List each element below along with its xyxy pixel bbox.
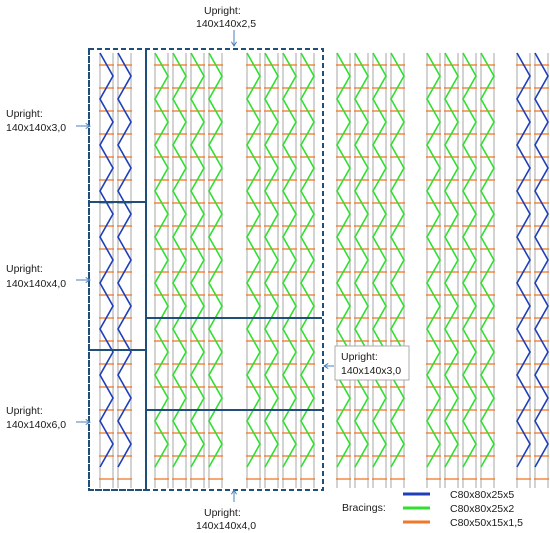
callout-left-middle: Upright: 140x140x4,0 (6, 263, 66, 290)
callout-left-upper: Upright: 140x140x3,0 (6, 108, 66, 134)
arrow-left-lower (76, 418, 91, 426)
callout-right-box-line2: 140x140x3,0 (341, 365, 401, 377)
diagonal-bracing (154, 52, 169, 468)
diagonal-bracing (117, 52, 132, 468)
rack-frame (372, 52, 387, 488)
diagonal-bracing (172, 52, 187, 468)
callout-bottom-line2: 140x140x4,0 (196, 520, 256, 532)
rack-frame (99, 52, 114, 488)
callout-right-box: Upright: 140x140x3,0 (334, 345, 410, 381)
callout-left-lower-line1: Upright: (6, 405, 43, 417)
diagonal-bracing (264, 52, 279, 468)
diagonal-bracing (516, 52, 531, 468)
rack-frame (426, 52, 441, 488)
callout-left-upper-line1: Upright: (6, 108, 43, 120)
callout-left-upper-line2: 140x140x3,0 (6, 122, 66, 134)
rack-frame (300, 52, 315, 488)
rack-frame (282, 52, 297, 488)
rack-frame (246, 52, 261, 488)
rack-frame (516, 52, 531, 488)
diagonal-bracing (208, 52, 223, 468)
diagonal-bracing (300, 52, 315, 468)
callout-top-line2: 140x140x2,5 (196, 18, 256, 30)
arrow-head (230, 41, 238, 47)
callout-right-box-line1: Upright: (341, 351, 378, 363)
diagonal-bracing (99, 52, 114, 468)
diagonal-bracing (480, 52, 495, 468)
rack-frame (444, 52, 459, 488)
rack-frame (354, 52, 369, 488)
diagonal-bracing (462, 52, 477, 468)
arrow-head (85, 122, 91, 130)
arrow-top (230, 30, 238, 47)
arrow-head (323, 362, 329, 370)
arrow-right-box (323, 362, 334, 370)
arrow-left-middle (76, 276, 91, 284)
rack-frame (390, 52, 405, 488)
arrow-left-upper (76, 122, 91, 130)
rack-frame (264, 52, 279, 488)
callout-right-box-frame (334, 345, 410, 381)
upright-regions (88, 48, 324, 491)
diagonal-bracing (372, 52, 387, 468)
diagonal-bracing (282, 52, 297, 468)
callout-bottom-line1: Upright: (204, 507, 241, 519)
diagonal-bracing (390, 52, 405, 468)
rack-frame (462, 52, 477, 488)
callout-top: Upright: 140x140x2,5 (196, 5, 256, 30)
rack-frame (154, 52, 169, 488)
diagonal-bracing (444, 52, 459, 468)
callout-top-line1: Upright: (204, 5, 241, 17)
callout-left-middle-line1: Upright: (6, 263, 43, 275)
rack-frame (190, 52, 205, 488)
legend-label-medium: C80x80x25x2 (450, 503, 514, 515)
legend-label-heavy: C80x80x25x5 (450, 489, 514, 501)
rack-frame (480, 52, 495, 488)
rack-frame (336, 52, 351, 488)
rack-frame (117, 52, 132, 488)
diagonal-bracing (246, 52, 261, 468)
callout-left-lower: Upright: 140x140x6,0 (6, 405, 66, 431)
region-outline-dashed (88, 48, 324, 491)
callout-left-middle-line2: 140x140x4,0 (6, 278, 66, 290)
diagonal-bracing (534, 52, 549, 468)
legend-label-light: C80x50x15x1,5 (450, 517, 523, 529)
diagonal-bracing (190, 52, 205, 468)
diagonal-bracing (354, 52, 369, 468)
arrow-head (85, 276, 91, 284)
legend-title: Bracings: (342, 502, 386, 514)
callout-left-lower-line2: 140x140x6,0 (6, 419, 66, 431)
diagonal-bracing (426, 52, 441, 468)
rack-frame (172, 52, 187, 488)
callout-bottom: Upright: 140x140x4,0 (196, 507, 256, 532)
rack-frame (208, 52, 223, 488)
region-outline-left (88, 48, 147, 491)
arrow-bottom (230, 489, 238, 502)
arrow-head (85, 418, 91, 426)
rack-frame (534, 52, 549, 488)
rack-frames (99, 52, 549, 488)
callout-arrows (76, 30, 334, 502)
bracing-legend: Bracings: C80x80x25x5 C80x80x25x2 C80x50… (342, 489, 523, 529)
arrow-head (230, 489, 238, 495)
diagonal-bracing (336, 52, 351, 468)
